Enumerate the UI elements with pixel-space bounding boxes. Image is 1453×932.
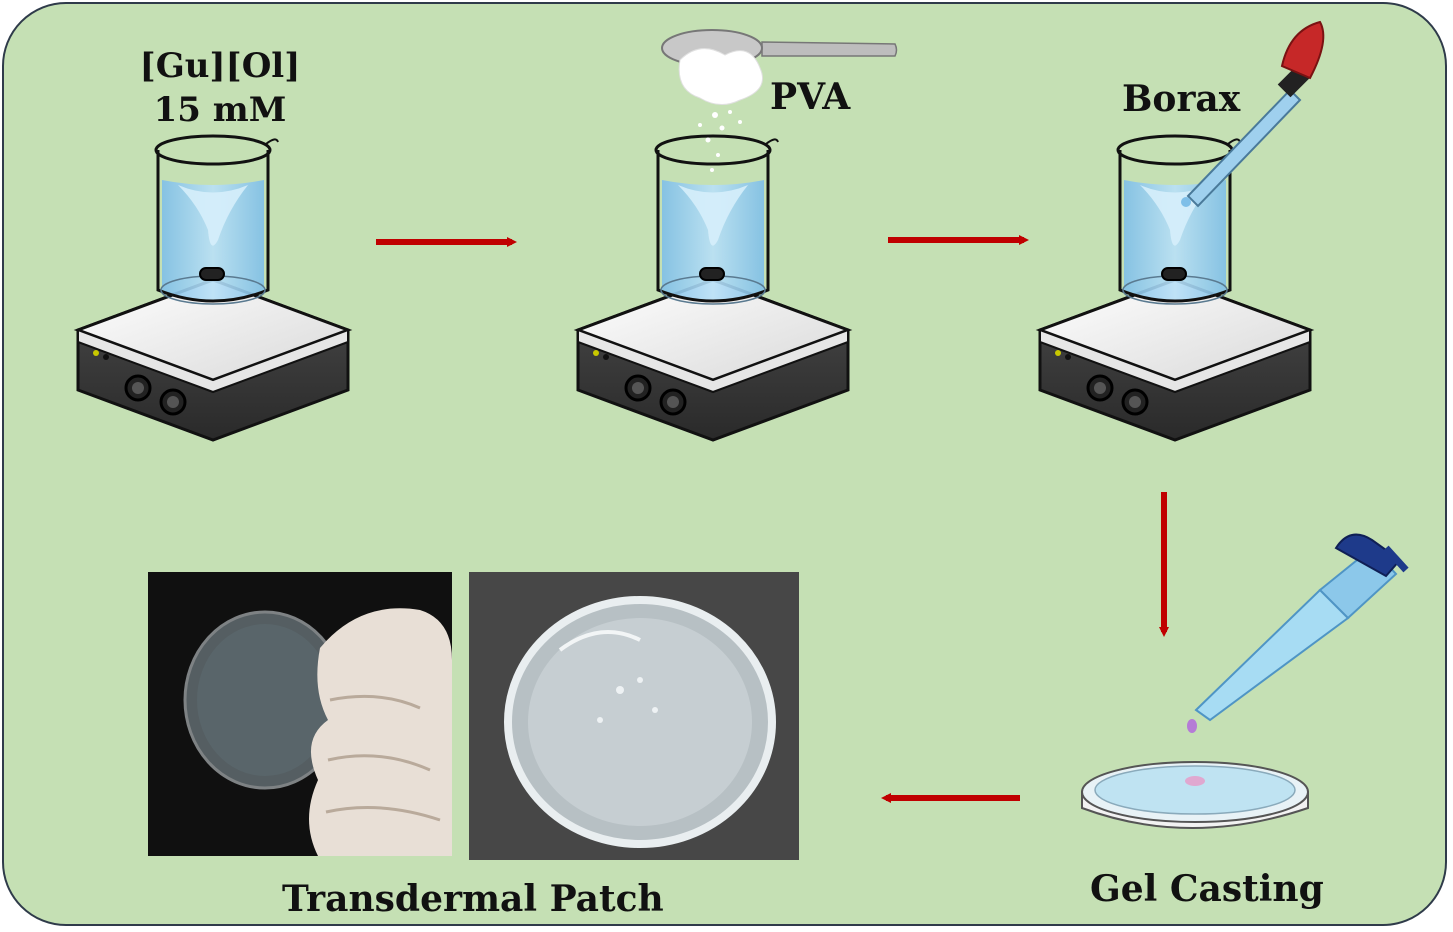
patch-photo-hand (148, 572, 452, 856)
label-guanidinium-concentration: 15 mM (153, 90, 287, 130)
label-transdermal-patch: Transdermal Patch (282, 878, 664, 920)
micropipette-icon (1187, 533, 1409, 733)
label-gel-casting: Gel Casting (1090, 868, 1324, 910)
label-pva: PVA (770, 76, 851, 118)
label-borax: Borax (1122, 78, 1241, 120)
label-guanidinium-name: [Gu][Ol] (139, 46, 301, 86)
label-guanidinium: [Gu][Ol] 15 mM (130, 44, 310, 132)
hotplate-stirrer-3-icon (1038, 134, 1312, 442)
patch-photo-surface (469, 572, 799, 860)
hotplate-stirrer-2-icon (576, 134, 850, 442)
pva-powder-icon (678, 48, 763, 172)
dropper-icon (1181, 20, 1325, 208)
petri-dish-icon (1081, 761, 1309, 829)
hotplate-stirrer-1-icon (76, 134, 350, 442)
